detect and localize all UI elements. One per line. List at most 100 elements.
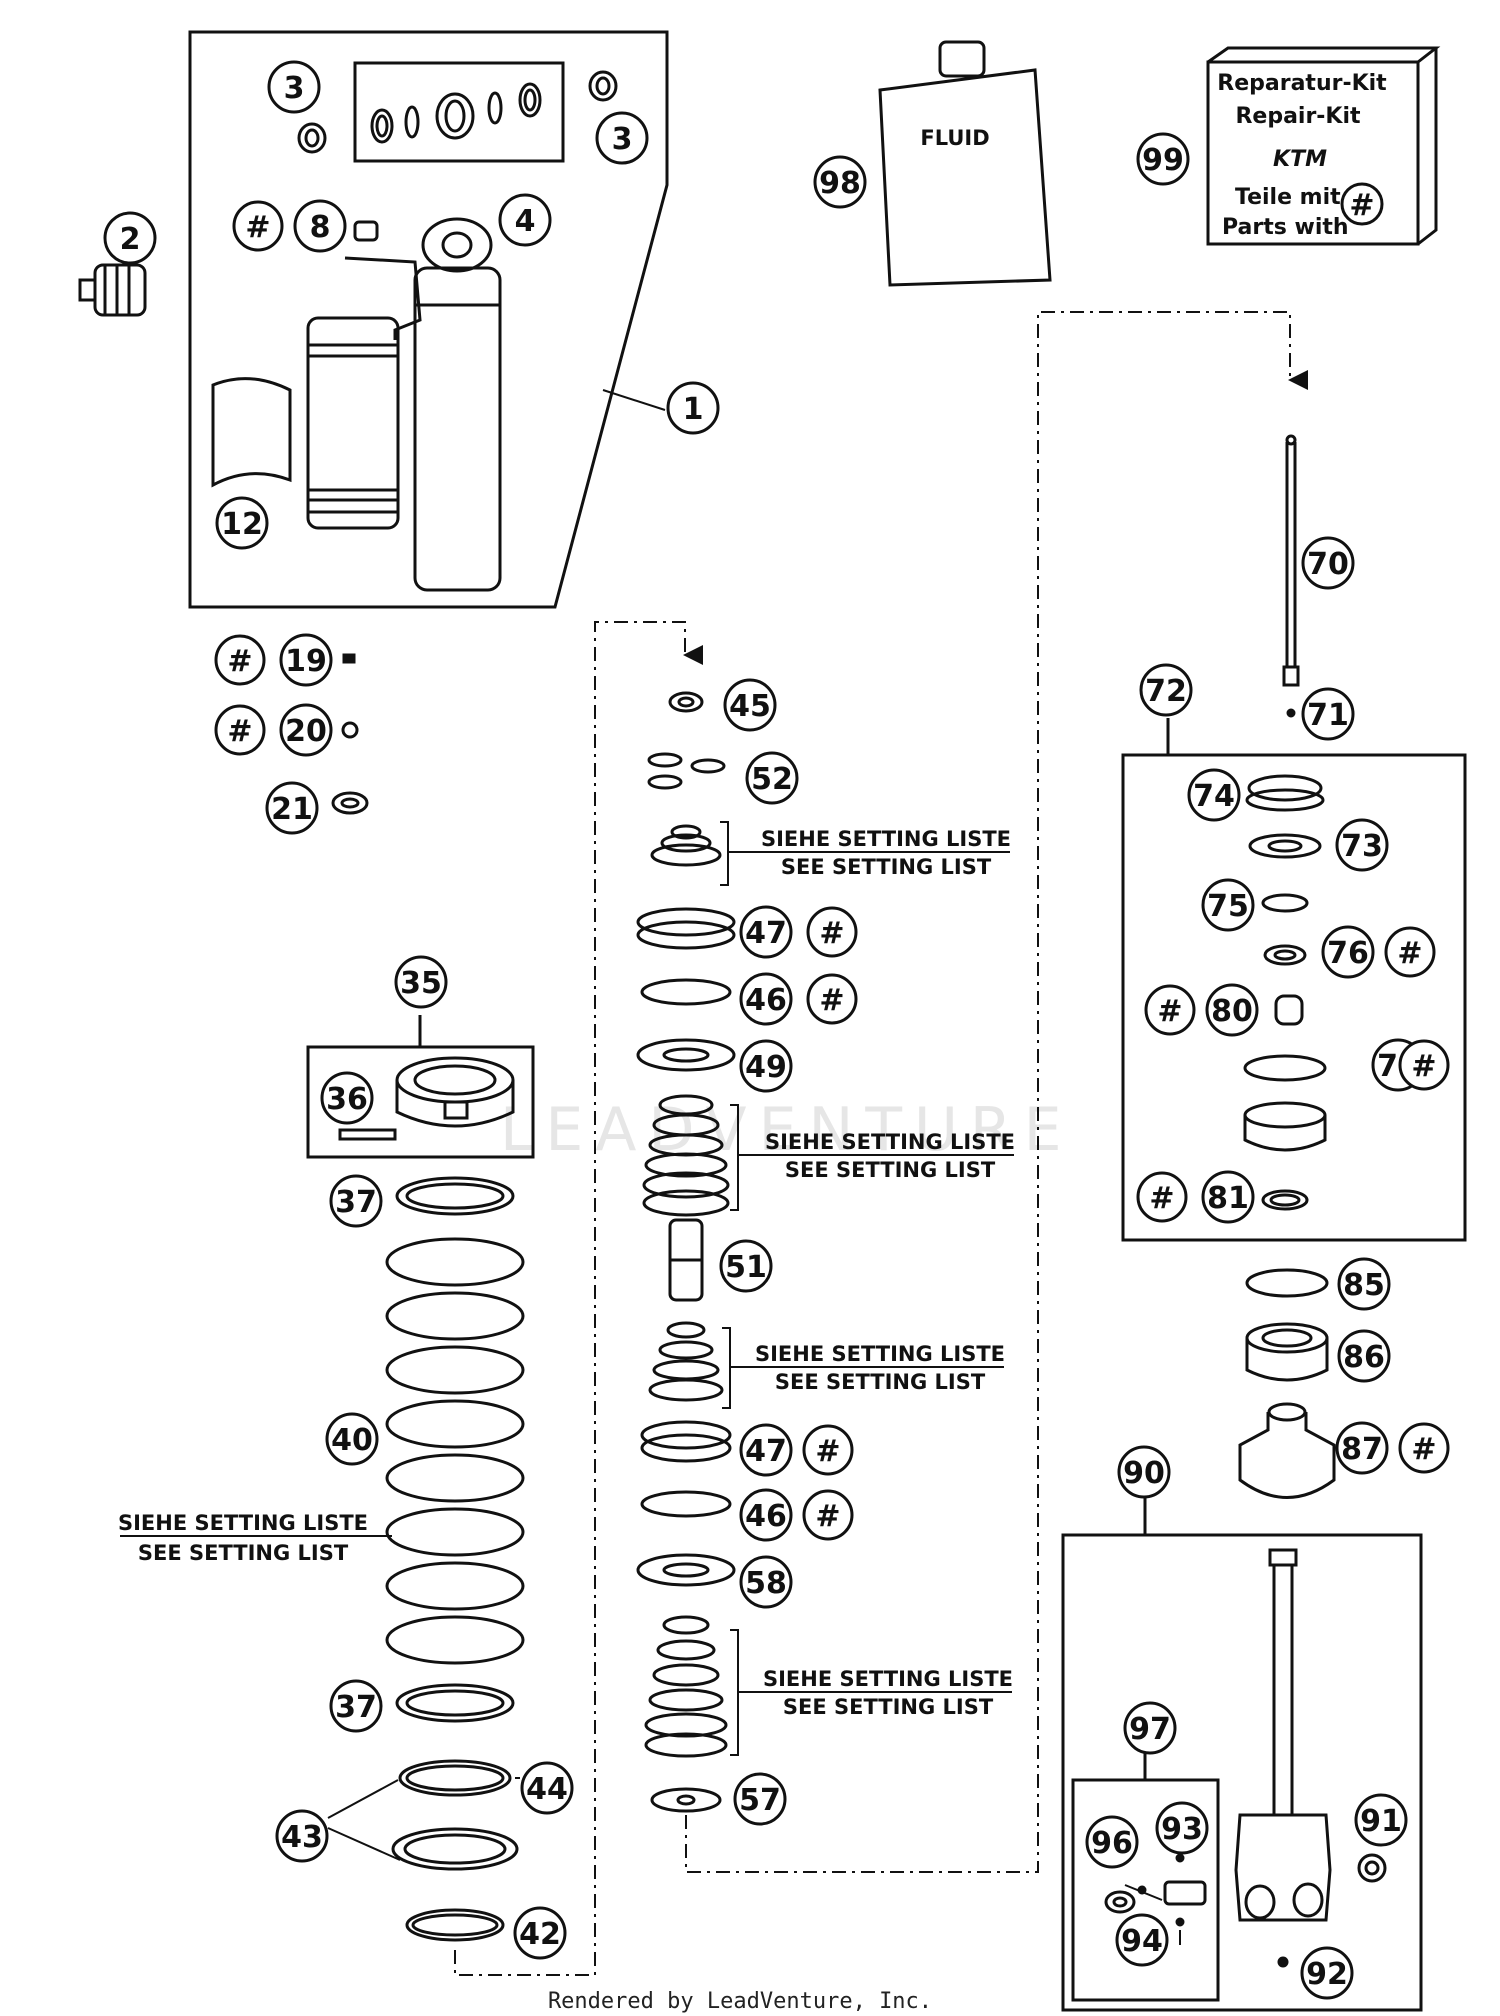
adjuster-knob [78, 263, 147, 317]
setting-note-3a: SIEHE SETTING LISTE [755, 1342, 1005, 1366]
callout-label-c81: 81 [1207, 1181, 1249, 1216]
callout-label-c46bh: # [815, 1499, 840, 1534]
leader-96 [1124, 1884, 1163, 1901]
callout-label-c93: 93 [1161, 1812, 1203, 1847]
callout-label-c94: 94 [1121, 1924, 1163, 1959]
callout-circle-c90 [1117, 1445, 1171, 1499]
callout-circle-c8 [293, 199, 347, 253]
callout-label-c47b: 47 [745, 1434, 787, 1469]
callout-label-c79h: # [1411, 1049, 1436, 1084]
callout-label-c98: 98 [819, 166, 861, 201]
callout-label-c37a: 37 [335, 1185, 377, 1220]
callout-circle-c47bh [802, 1424, 854, 1476]
callout-circle-c46ah [806, 973, 858, 1025]
callout-circle-c37b [329, 1679, 383, 1733]
setting-brackets [685, 311, 1308, 1873]
spring-preload-assembly [306, 1015, 535, 1159]
callout-label-c1: 1 [683, 392, 704, 427]
callout-label-c73: 73 [1341, 829, 1383, 864]
callout-circle-c21 [265, 781, 319, 835]
small-hardware-19-20-21 [331, 653, 369, 815]
callout-label-c74: 74 [1193, 779, 1235, 814]
callout-circle-c1 [666, 381, 720, 435]
callout-label-c8: 8 [310, 210, 331, 245]
callout-circle-c47a [739, 905, 793, 959]
callout-label-c71: 71 [1307, 698, 1349, 733]
callout-circle-c81h [1136, 1171, 1188, 1223]
callout-label-c20h: # [227, 714, 252, 749]
callout-circle-c75 [1201, 878, 1255, 932]
callout-circle-c36 [320, 1071, 374, 1125]
callout-circle-c98 [813, 155, 867, 209]
ktm-logo: KTM [1273, 147, 1327, 172]
callout-circle-c76 [1321, 925, 1375, 979]
callout-circle-c92 [1300, 1946, 1354, 2000]
callout-circle-c97 [1123, 1701, 1177, 1755]
callout-circle-c58 [739, 1555, 793, 1609]
callout-label-c86: 86 [1343, 1340, 1385, 1375]
callout-circle-c99 [1136, 132, 1190, 186]
callout-circle-c47ah [806, 906, 858, 958]
callout-label-c47bh: # [815, 1434, 840, 1469]
callout-label-c8h: # [245, 210, 270, 245]
callout-circle-c51 [719, 1239, 773, 1293]
callout-label-c80h: # [1157, 994, 1182, 1029]
setting-note-2a: SIEHE SETTING LISTE [765, 1130, 1015, 1154]
callout-circle-c80 [1205, 983, 1259, 1037]
setting-note-5a: SIEHE SETTING LISTE [118, 1511, 368, 1535]
callout-circle-c76h [1384, 926, 1436, 978]
callout-circle-c72 [1139, 663, 1193, 717]
callout-circle-c71 [1301, 687, 1355, 741]
callout-label-c43: 43 [281, 1820, 323, 1855]
callout-label-c35: 35 [400, 966, 442, 1001]
callout-label-c49: 49 [745, 1050, 787, 1085]
callout-circle-c42 [513, 1906, 567, 1960]
callout-circle-c20h [214, 704, 266, 756]
callout-label-c40: 40 [331, 1423, 373, 1458]
callout-label-c45: 45 [729, 689, 771, 724]
callout-circle-c46bh [802, 1489, 854, 1541]
callout-circle-c86 [1337, 1329, 1391, 1383]
callout-label-c19: 19 [285, 644, 327, 679]
repair-kit-hash: # [1349, 188, 1374, 223]
callout-circle-c94 [1115, 1913, 1169, 1967]
callout-label-c99: 99 [1142, 143, 1184, 178]
callout-label-c46ah: # [819, 983, 844, 1018]
callout-label-c97: 97 [1129, 1712, 1171, 1747]
callout-circle-c35 [394, 955, 448, 1009]
callout-label-c47ah: # [819, 916, 844, 951]
callout-label-c4: 4 [515, 204, 536, 239]
setting-note-3b: SEE SETTING LIST [775, 1370, 986, 1394]
callout-circle-c3a [267, 60, 321, 114]
callout-circle-c12 [215, 496, 269, 550]
callout-circle-c79h [1398, 1039, 1450, 1091]
callout-label-c85: 85 [1343, 1268, 1385, 1303]
callout-circle-c81 [1201, 1170, 1255, 1224]
footer-credit: Rendered by LeadVenture, Inc. [548, 1989, 932, 2014]
callout-label-c37b: 37 [335, 1690, 377, 1725]
callout-circle-c87h [1398, 1422, 1450, 1474]
callout-circle-c74 [1187, 768, 1241, 822]
callout-label-c2: 2 [120, 222, 141, 257]
callout-circle-c70 [1301, 536, 1355, 590]
setting-note-4a: SIEHE SETTING LISTE [763, 1667, 1013, 1691]
callout-label-c91: 91 [1360, 1804, 1402, 1839]
repair-kit-hash-circle [1340, 182, 1384, 226]
leader-1 [602, 389, 666, 411]
callout-circle-c19h [214, 634, 266, 686]
callout-circle-c4 [498, 193, 552, 247]
callout-circle-c20 [279, 703, 333, 757]
repair-kit-line3: Teile mit [1235, 185, 1341, 210]
callout-label-c96: 96 [1091, 1826, 1133, 1861]
callout-circle-c45 [723, 678, 777, 732]
callout-circle-c8h [232, 200, 284, 252]
callout-circle-c47b [739, 1423, 793, 1477]
part-callouts: 12334#812#19#20213536373740424344455247#… [103, 60, 1450, 2000]
callout-label-c70: 70 [1307, 547, 1349, 582]
callout-label-c20: 20 [285, 714, 327, 749]
leaders-43-44 [120, 621, 703, 1976]
callout-label-c42: 42 [519, 1917, 561, 1952]
callout-label-c21: 21 [271, 792, 313, 827]
callout-label-c52: 52 [751, 762, 793, 797]
